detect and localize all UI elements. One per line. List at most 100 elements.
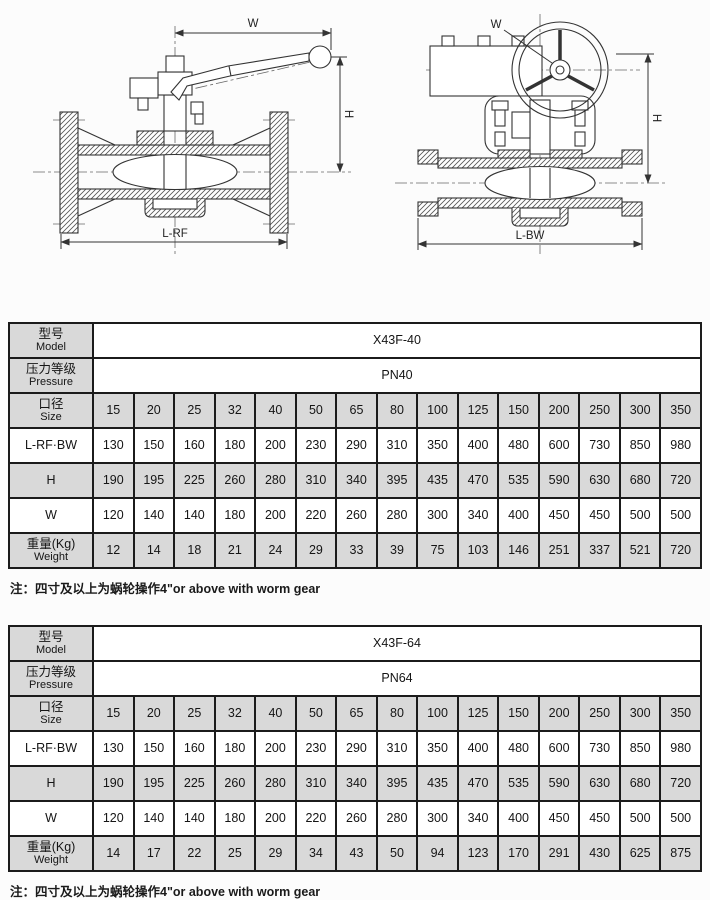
value-cell: 20 (132, 392, 176, 429)
valve-body-section (395, 14, 666, 254)
value-cell: 225 (173, 765, 216, 802)
value-cell: 480 (497, 730, 540, 767)
value-cell: 350 (659, 392, 702, 429)
value-cell: 32 (213, 392, 257, 429)
table-note-1: 注：四寸及以上为蜗轮操作4"or above with worm gear (10, 582, 321, 596)
value-cell: 251 (537, 532, 581, 569)
value-cell: 300 (618, 392, 662, 429)
value-cell: 14 (92, 835, 135, 872)
value-cell: 260 (335, 497, 378, 534)
value-cell: 80 (375, 392, 419, 429)
value-cell: 280 (254, 462, 297, 499)
worm-gear-ball-valve-drawing: W H L-BW (395, 14, 666, 254)
row-label: L-RF·BW (8, 730, 94, 767)
dim-label-w: W (491, 19, 502, 31)
value-cell: 250 (578, 392, 621, 429)
row-span-value: PN64 (92, 660, 702, 697)
value-cell: 29 (294, 532, 338, 569)
value-cell: 190 (92, 765, 135, 802)
value-cell: 200 (254, 800, 297, 837)
value-cell: 230 (294, 730, 338, 767)
dim-label-l-rf: L-RF (162, 228, 188, 240)
value-cell: 340 (335, 765, 378, 802)
row-label: H (8, 462, 94, 499)
row-label: W (8, 800, 94, 837)
value-cell: 65 (335, 392, 378, 429)
value-cell: 310 (375, 427, 419, 464)
row-label: 重量(Kg)Weight (8, 532, 94, 569)
value-cell: 430 (578, 835, 621, 872)
value-cell: 450 (578, 497, 621, 534)
value-cell: 33 (335, 532, 378, 569)
value-cell: 450 (537, 497, 581, 534)
value-cell: 600 (537, 427, 581, 464)
value-cell: 170 (497, 835, 540, 872)
value-cell: 470 (456, 462, 500, 499)
value-cell: 300 (618, 695, 662, 732)
value-cell: 39 (375, 532, 419, 569)
value-cell: 680 (618, 765, 662, 802)
value-cell: 400 (497, 800, 540, 837)
value-cell: 125 (456, 392, 500, 429)
value-cell: 310 (294, 462, 338, 499)
lever-handle (170, 45, 332, 101)
value-cell: 850 (618, 427, 662, 464)
value-cell: 130 (92, 730, 135, 767)
value-cell: 500 (618, 800, 662, 837)
row-label: H (8, 765, 94, 802)
value-cell: 195 (132, 765, 176, 802)
value-cell: 720 (659, 532, 702, 569)
dim-label-h: H (342, 110, 354, 118)
value-cell: 220 (294, 497, 338, 534)
dim-label-l-bw: L-BW (516, 230, 545, 242)
value-cell: 200 (537, 392, 581, 429)
value-cell: 14 (132, 532, 176, 569)
value-cell: 280 (375, 800, 419, 837)
value-cell: 400 (456, 427, 500, 464)
value-cell: 160 (173, 427, 216, 464)
value-cell: 50 (294, 695, 338, 732)
value-cell: 260 (213, 462, 257, 499)
value-cell: 160 (173, 730, 216, 767)
value-cell: 340 (456, 800, 500, 837)
ball (112, 153, 238, 191)
value-cell: 80 (375, 695, 419, 732)
value-cell: 400 (456, 730, 500, 767)
butt-weld-body (417, 149, 643, 227)
value-cell: 25 (173, 695, 216, 732)
value-cell: 180 (213, 427, 257, 464)
value-cell: 300 (416, 497, 459, 534)
value-cell: 150 (132, 427, 176, 464)
value-cell: 120 (92, 800, 135, 837)
right-flange (269, 111, 289, 234)
value-cell: 980 (659, 427, 702, 464)
value-cell: 18 (173, 532, 216, 569)
value-cell: 65 (335, 695, 378, 732)
value-cell: 20 (132, 695, 176, 732)
value-cell: 200 (254, 730, 297, 767)
value-cell: 535 (497, 462, 540, 499)
value-cell: 34 (294, 835, 338, 872)
value-cell: 150 (497, 392, 540, 429)
value-cell: 32 (213, 695, 257, 732)
value-cell: 470 (456, 765, 500, 802)
value-cell: 150 (132, 730, 176, 767)
value-cell: 300 (416, 800, 459, 837)
yoke-bracket (484, 95, 596, 155)
value-cell: 680 (618, 462, 662, 499)
handwheel (511, 21, 609, 119)
left-flange (59, 111, 79, 234)
value-cell: 400 (497, 497, 540, 534)
